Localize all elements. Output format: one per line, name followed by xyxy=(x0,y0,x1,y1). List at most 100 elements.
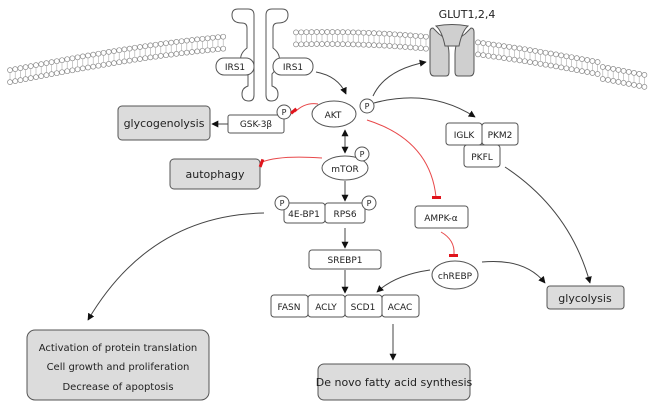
lipid-head xyxy=(303,41,310,48)
lipid-head xyxy=(495,54,502,61)
lipid-head xyxy=(589,70,596,76)
srebp1-node: SREBP1 xyxy=(308,249,382,270)
lipid-head xyxy=(220,33,227,40)
glycogenolysis-label: glycogenolysis xyxy=(124,117,205,130)
lipid-head xyxy=(381,42,388,49)
pkm2-label: PKM2 xyxy=(488,131,513,141)
lipid-head xyxy=(631,82,637,88)
lipid-head xyxy=(199,47,206,54)
glut-label: GLUT1,2,4 xyxy=(439,8,496,21)
lipid-head xyxy=(163,52,169,59)
lipid-head xyxy=(490,41,497,48)
acac-label: ACAC xyxy=(388,303,413,313)
lipid-head xyxy=(152,53,159,60)
lipid-head xyxy=(319,41,325,47)
lipid-head xyxy=(573,55,580,61)
lipid-head xyxy=(485,52,492,59)
lipid-head xyxy=(329,41,336,47)
irs1-left: IRS1 xyxy=(215,57,255,76)
lipid-head xyxy=(22,64,29,70)
irs1-right-label: IRS1 xyxy=(283,63,303,73)
lipid-head xyxy=(329,29,336,35)
lipid-head xyxy=(423,33,429,40)
lipid-head xyxy=(417,33,424,40)
lipid-head xyxy=(542,61,549,68)
lipid-head xyxy=(558,52,565,59)
lipid-head xyxy=(313,29,320,35)
edge-mtor-autophagy-inhibition xyxy=(261,156,323,163)
lipid-head xyxy=(402,32,409,38)
lipid-head xyxy=(74,66,81,73)
lipid-head xyxy=(506,43,513,50)
lipid-head xyxy=(95,50,102,57)
lipid-head xyxy=(407,32,414,39)
lipid-head xyxy=(594,71,601,77)
lipid-head xyxy=(521,46,528,53)
ampk-node: AMPK-α xyxy=(414,205,469,229)
lipid-head xyxy=(209,34,216,41)
lipid-head xyxy=(558,64,565,71)
lipid-head xyxy=(178,38,185,45)
lipid-head xyxy=(38,61,45,67)
lipid-head xyxy=(7,67,13,73)
lipid-head xyxy=(64,68,71,75)
lipid-head xyxy=(527,47,533,53)
lipid-head xyxy=(111,60,117,66)
irs1-right: IRS1 xyxy=(272,57,314,76)
lipid-head xyxy=(553,51,559,58)
lipid-head xyxy=(371,42,377,48)
outcome-line-2: Cell growth and proliferation xyxy=(47,362,190,373)
lipid-head xyxy=(568,66,575,73)
chrebp-node: chREBP xyxy=(431,260,479,290)
pkfl-label: PKFL xyxy=(471,153,493,163)
lipid-head xyxy=(490,53,497,60)
lipid-head xyxy=(355,41,362,48)
lipid-head xyxy=(480,52,487,58)
lipid-head xyxy=(69,55,76,62)
lipid-head xyxy=(308,41,315,47)
lipid-head xyxy=(589,58,596,64)
lipid-head xyxy=(7,79,13,85)
lipid-head xyxy=(537,48,544,55)
lipid-head xyxy=(345,41,351,48)
lipid-head xyxy=(501,43,507,49)
edge-akt-iglk xyxy=(373,97,476,118)
lipid-head xyxy=(303,29,310,36)
lipid-head xyxy=(79,65,86,72)
lipid-head xyxy=(105,49,112,55)
lipid-head xyxy=(599,64,606,70)
lipid-head xyxy=(610,78,617,84)
lipid-head xyxy=(168,39,175,46)
lipid-head xyxy=(100,49,107,56)
edge-irs1-akt xyxy=(315,71,347,95)
lipid-head xyxy=(516,57,523,64)
lipid-head xyxy=(339,41,346,47)
autophagy-label: autophagy xyxy=(186,168,245,181)
lipid-head xyxy=(48,71,55,77)
lipid-head xyxy=(168,51,175,58)
fasn-label: FASN xyxy=(278,303,301,313)
lipid-head xyxy=(53,70,60,77)
scd1-label: SCD1 xyxy=(351,303,376,313)
lipid-head xyxy=(85,52,91,59)
lipid-head xyxy=(542,49,549,56)
lipid-head xyxy=(319,29,325,35)
lipid-head xyxy=(412,32,419,39)
lipid-head xyxy=(183,49,190,56)
lipid-head xyxy=(532,48,539,54)
iglk-label: IGLK xyxy=(454,131,476,141)
rps6-label: RPS6 xyxy=(333,210,356,220)
lipid-head xyxy=(308,29,315,35)
lipid-head xyxy=(215,46,221,53)
gsk3b-label: GSK-3β xyxy=(240,120,273,130)
lipid-head xyxy=(579,56,585,62)
lipid-head xyxy=(636,71,643,77)
insulin-receptor-icon xyxy=(231,8,289,102)
lipid-head xyxy=(584,69,591,75)
fatty-acid-label: De novo fatty acid synthesis xyxy=(316,376,473,389)
lipid-head xyxy=(298,41,305,48)
lipid-head xyxy=(605,65,611,71)
lipid-head xyxy=(152,41,159,48)
lipid-head xyxy=(69,67,76,74)
